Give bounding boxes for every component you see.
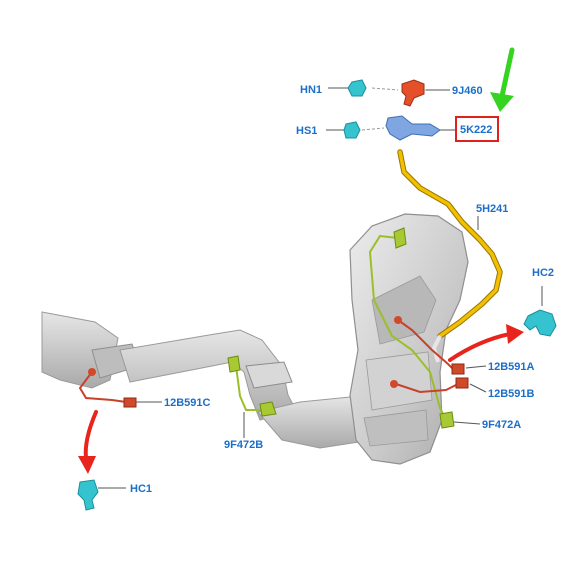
label-hs1: HS1 bbox=[296, 125, 317, 137]
hose-5h241 bbox=[397, 149, 503, 363]
bracket-5k222-icon bbox=[385, 115, 441, 141]
label-hc2: HC2 bbox=[532, 267, 554, 279]
label-9j460: 9J460 bbox=[452, 85, 483, 97]
label-5k222: 5K222 bbox=[460, 124, 492, 136]
highlight-box-5k222 bbox=[455, 116, 499, 142]
pointer-arrow-green bbox=[490, 47, 515, 112]
leader-lines bbox=[136, 87, 487, 438]
connector-9f472b bbox=[259, 401, 277, 417]
label-12b591a: 12B591A bbox=[488, 361, 535, 373]
clip-hc2-icon bbox=[523, 286, 557, 337]
connector-12b591b bbox=[455, 377, 469, 389]
connector-12b591a bbox=[451, 363, 465, 375]
green-wiring bbox=[227, 227, 455, 429]
exhaust-pipe-assembly bbox=[41, 311, 373, 449]
sensor-9f472b-body bbox=[227, 355, 241, 373]
sensor-9j460-icon bbox=[401, 79, 425, 107]
sensor-12b591b-tip bbox=[390, 380, 398, 388]
callout-arrow-red-right bbox=[448, 324, 524, 362]
connector-12b591c bbox=[123, 397, 137, 408]
label-12b591c: 12B591C bbox=[164, 397, 211, 409]
label-5h241: 5H241 bbox=[476, 203, 508, 215]
label-9f472a: 9F472A bbox=[482, 419, 521, 431]
label-12b591b: 12B591B bbox=[488, 388, 535, 400]
sensor-12b591a-tip bbox=[394, 316, 402, 324]
callout-arrow-red-down bbox=[78, 410, 98, 474]
pipe-clamp bbox=[245, 361, 293, 389]
connector-9f472a bbox=[439, 411, 455, 429]
red-wiring bbox=[78, 316, 469, 408]
hose-tube-end bbox=[431, 335, 442, 363]
label-hn1: HN1 bbox=[300, 84, 322, 96]
label-9f472b: 9F472B bbox=[224, 439, 263, 451]
bolt-hs1-icon bbox=[343, 121, 361, 139]
top-fasteners bbox=[343, 79, 444, 141]
clip-hc1-icon bbox=[77, 479, 126, 511]
sensor-9f472-top bbox=[393, 227, 407, 249]
sensor-12b591c-tip bbox=[88, 368, 96, 376]
label-hc1: HC1 bbox=[130, 483, 152, 495]
nut-hn1-icon bbox=[347, 79, 367, 97]
